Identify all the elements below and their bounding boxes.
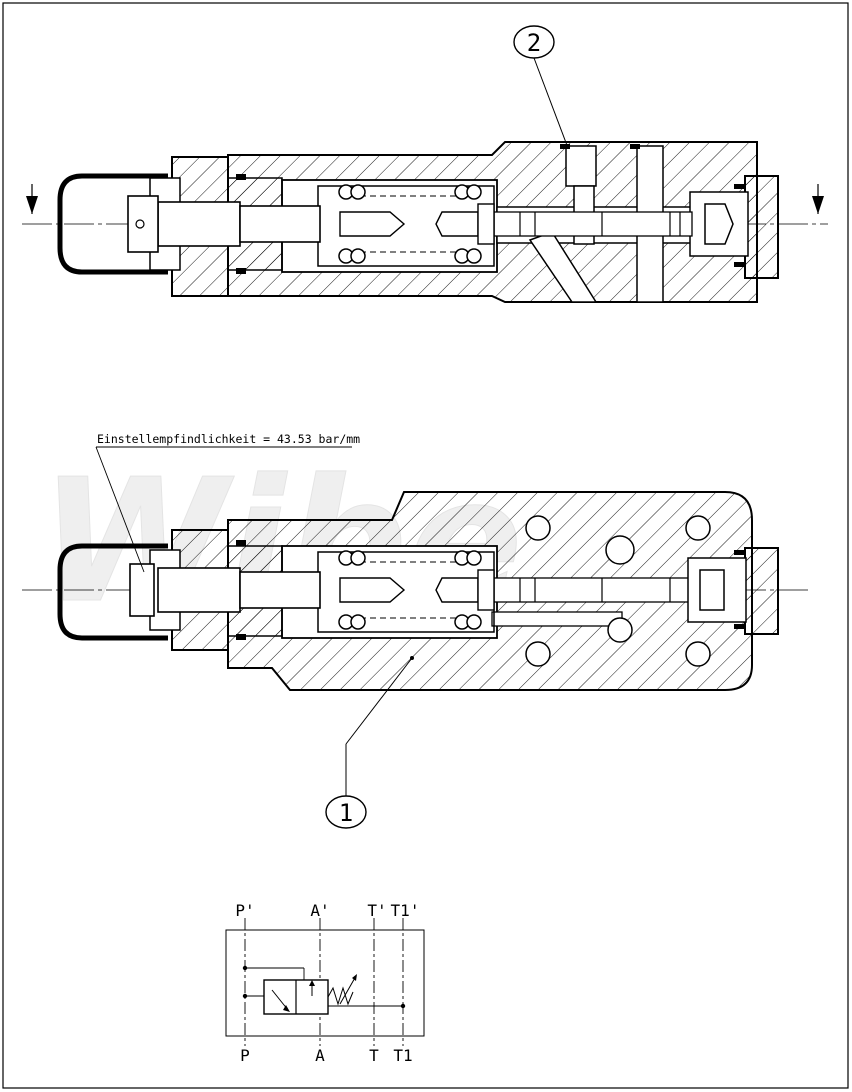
spring-bottom [317,550,495,633]
callout-1-label: 1 [339,799,353,827]
port-a: A [315,1046,325,1065]
callout-2: 2 [513,25,569,149]
port-p-prime: P' [235,901,254,920]
port-p: P [240,1046,250,1065]
port-t-prime: T' [367,901,386,920]
sensitivity-annotation: Einstellempfindlichkeit = 43.53 bar/mm [95,432,360,573]
port-a-prime: A' [310,901,329,920]
section-arrow-right [812,184,824,214]
callout-1: 1 [325,656,414,829]
callout-2-label: 2 [527,29,541,57]
top-section-view [22,141,828,303]
hydraulic-symbol: P' A' T' T1' P A T T1 [225,901,425,1065]
port-t1: T1 [393,1046,412,1065]
sensitivity-text: Einstellempfindlichkeit = 43.53 bar/mm [97,432,360,446]
port-t1-prime: T1' [391,901,420,920]
section-arrow-left [26,184,38,214]
spring-top [317,184,495,267]
port-t: T [369,1046,379,1065]
bottom-view [22,491,810,691]
